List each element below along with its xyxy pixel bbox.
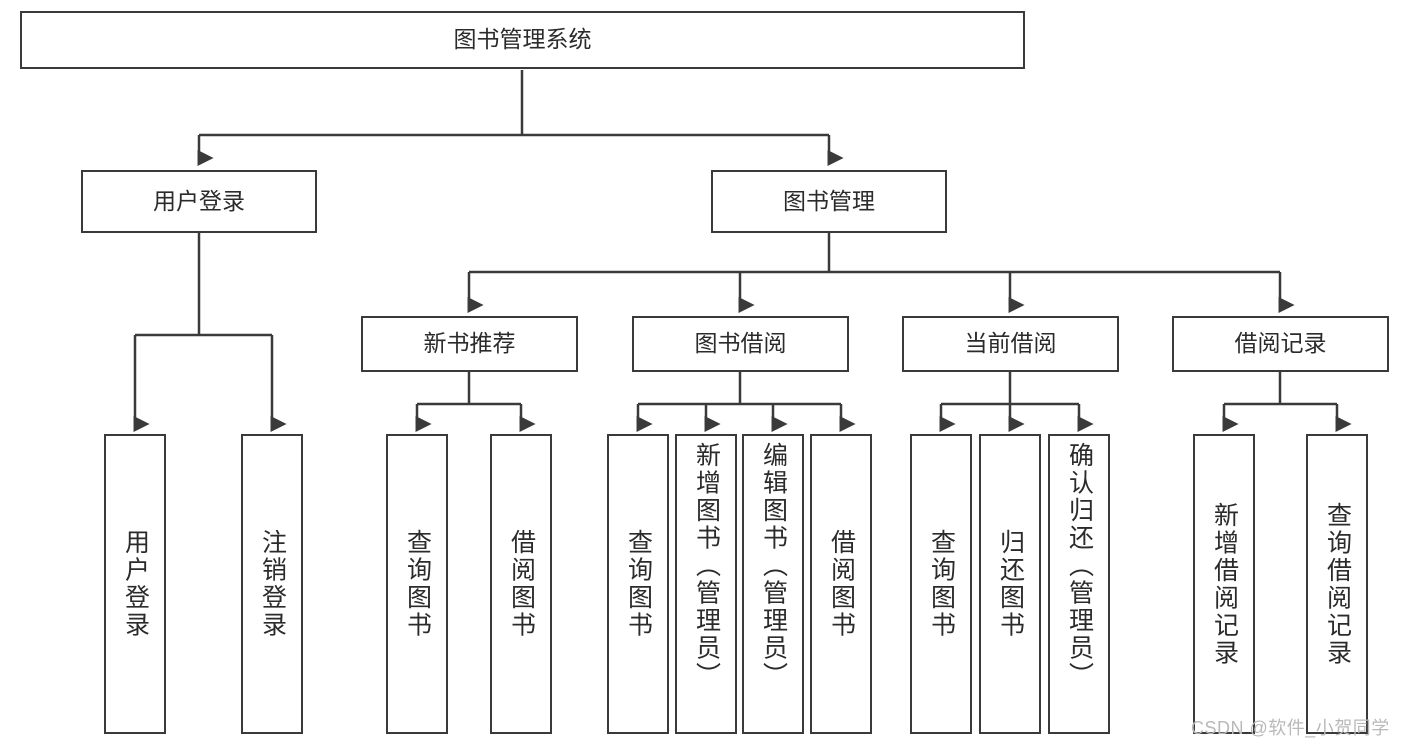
node-leaf-edit-book-label: 编辑图书（管理员） xyxy=(759,442,788,690)
node-leaf-query-record[interactable]: 查询借阅记录 xyxy=(1306,434,1368,734)
node-leaf-query-book-1-label: 查询图书 xyxy=(403,529,432,639)
node-book-borrow-label: 图书借阅 xyxy=(694,330,787,357)
csdn-watermark: CSDN @软件_小贺同学 xyxy=(1191,718,1390,738)
node-leaf-add-record[interactable]: 新增借阅记录 xyxy=(1193,434,1255,734)
node-leaf-borrow-book-2-label: 借阅图书 xyxy=(827,529,856,639)
node-leaf-user-logout[interactable]: 注销登录 xyxy=(241,434,303,734)
node-book-borrow[interactable]: 图书借阅 xyxy=(632,316,849,372)
node-leaf-return-book[interactable]: 归还图书 xyxy=(979,434,1041,734)
node-leaf-add-book[interactable]: 新增图书（管理员） xyxy=(675,434,737,734)
node-user-login[interactable]: 用户登录 xyxy=(81,170,317,233)
node-book-manage[interactable]: 图书管理 xyxy=(711,170,947,233)
node-leaf-borrow-book-1-label: 借阅图书 xyxy=(507,529,536,639)
node-root[interactable]: 图书管理系统 xyxy=(20,11,1025,69)
node-leaf-query-book-1[interactable]: 查询图书 xyxy=(386,434,448,734)
node-borrow-record-label: 借阅记录 xyxy=(1234,330,1327,357)
node-leaf-user-logout-label: 注销登录 xyxy=(258,529,287,639)
node-borrow-record[interactable]: 借阅记录 xyxy=(1172,316,1389,372)
node-leaf-edit-book[interactable]: 编辑图书（管理员） xyxy=(742,434,804,734)
node-current-borrow[interactable]: 当前借阅 xyxy=(902,316,1119,372)
node-current-borrow-label: 当前借阅 xyxy=(964,330,1057,357)
node-leaf-query-book-2[interactable]: 查询图书 xyxy=(607,434,669,734)
node-leaf-query-book-3[interactable]: 查询图书 xyxy=(910,434,972,734)
node-leaf-confirm-return[interactable]: 确认归还（管理员） xyxy=(1048,434,1110,734)
node-leaf-borrow-book-1[interactable]: 借阅图书 xyxy=(490,434,552,734)
node-leaf-add-record-label: 新增借阅记录 xyxy=(1210,501,1239,667)
node-leaf-query-record-label: 查询借阅记录 xyxy=(1323,501,1352,667)
node-leaf-confirm-return-label: 确认归还（管理员） xyxy=(1065,442,1094,690)
node-leaf-query-book-3-label: 查询图书 xyxy=(927,529,956,639)
node-leaf-borrow-book-2[interactable]: 借阅图书 xyxy=(810,434,872,734)
node-user-login-label: 用户登录 xyxy=(153,187,245,214)
node-leaf-query-book-2-label: 查询图书 xyxy=(624,529,653,639)
node-leaf-user-login-label: 用户登录 xyxy=(121,529,150,639)
node-new-book-recommend-label: 新书推荐 xyxy=(423,330,516,357)
node-root-label: 图书管理系统 xyxy=(453,26,592,53)
node-new-book-recommend[interactable]: 新书推荐 xyxy=(361,316,578,372)
node-leaf-add-book-label: 新增图书（管理员） xyxy=(692,442,721,690)
node-book-manage-label: 图书管理 xyxy=(783,187,875,214)
node-leaf-user-login[interactable]: 用户登录 xyxy=(104,434,166,734)
node-leaf-return-book-label: 归还图书 xyxy=(996,529,1025,639)
